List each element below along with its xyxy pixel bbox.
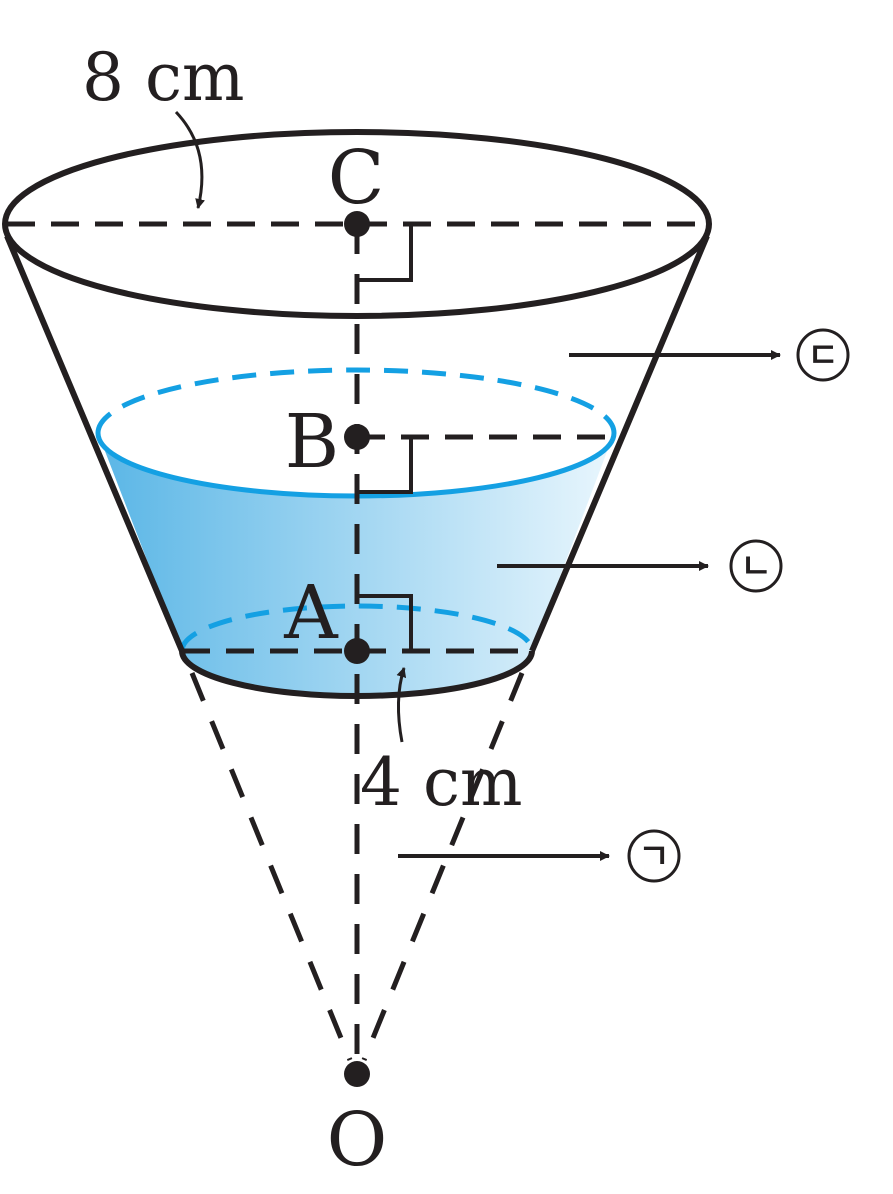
point-o-label: O	[327, 1097, 388, 1183]
point-b-label: B	[285, 399, 339, 485]
cone-extension-left	[189, 672, 353, 1061]
bottom-radius-label: 4 cm	[360, 744, 523, 821]
water-surface-back	[95, 367, 617, 434]
callout-badge-2: ㄴ	[729, 539, 783, 593]
right-angle-mark-a	[357, 594, 413, 651]
right-angle-mark-b	[357, 437, 413, 494]
callout-badge-1: ㄱ	[627, 829, 681, 883]
top-radius-label: 8 cm	[82, 39, 245, 116]
point-a-dot	[344, 638, 370, 664]
cone-extension-right	[361, 672, 525, 1061]
top-base-ellipse	[2, 129, 712, 319]
callout-badge-3: ㄷ	[796, 328, 850, 382]
point-c-dot	[344, 211, 370, 237]
water-volume	[98, 433, 614, 696]
callout-text-3: ㄷ	[807, 336, 838, 376]
callout-text-2: ㄴ	[740, 547, 771, 587]
right-angle-mark-c	[357, 224, 413, 282]
point-a-label: A	[283, 570, 339, 656]
point-c-label: C	[328, 135, 385, 221]
frustum-right-side	[529, 234, 710, 653]
point-b-dot	[344, 424, 370, 450]
frustum-left-side	[4, 234, 185, 653]
callout-text-1: ㄱ	[638, 837, 669, 877]
bottom-base-back	[179, 603, 535, 652]
bottom-radius-pointer	[396, 667, 407, 743]
top-radius-pointer	[174, 110, 205, 209]
point-o-dot	[344, 1061, 370, 1087]
